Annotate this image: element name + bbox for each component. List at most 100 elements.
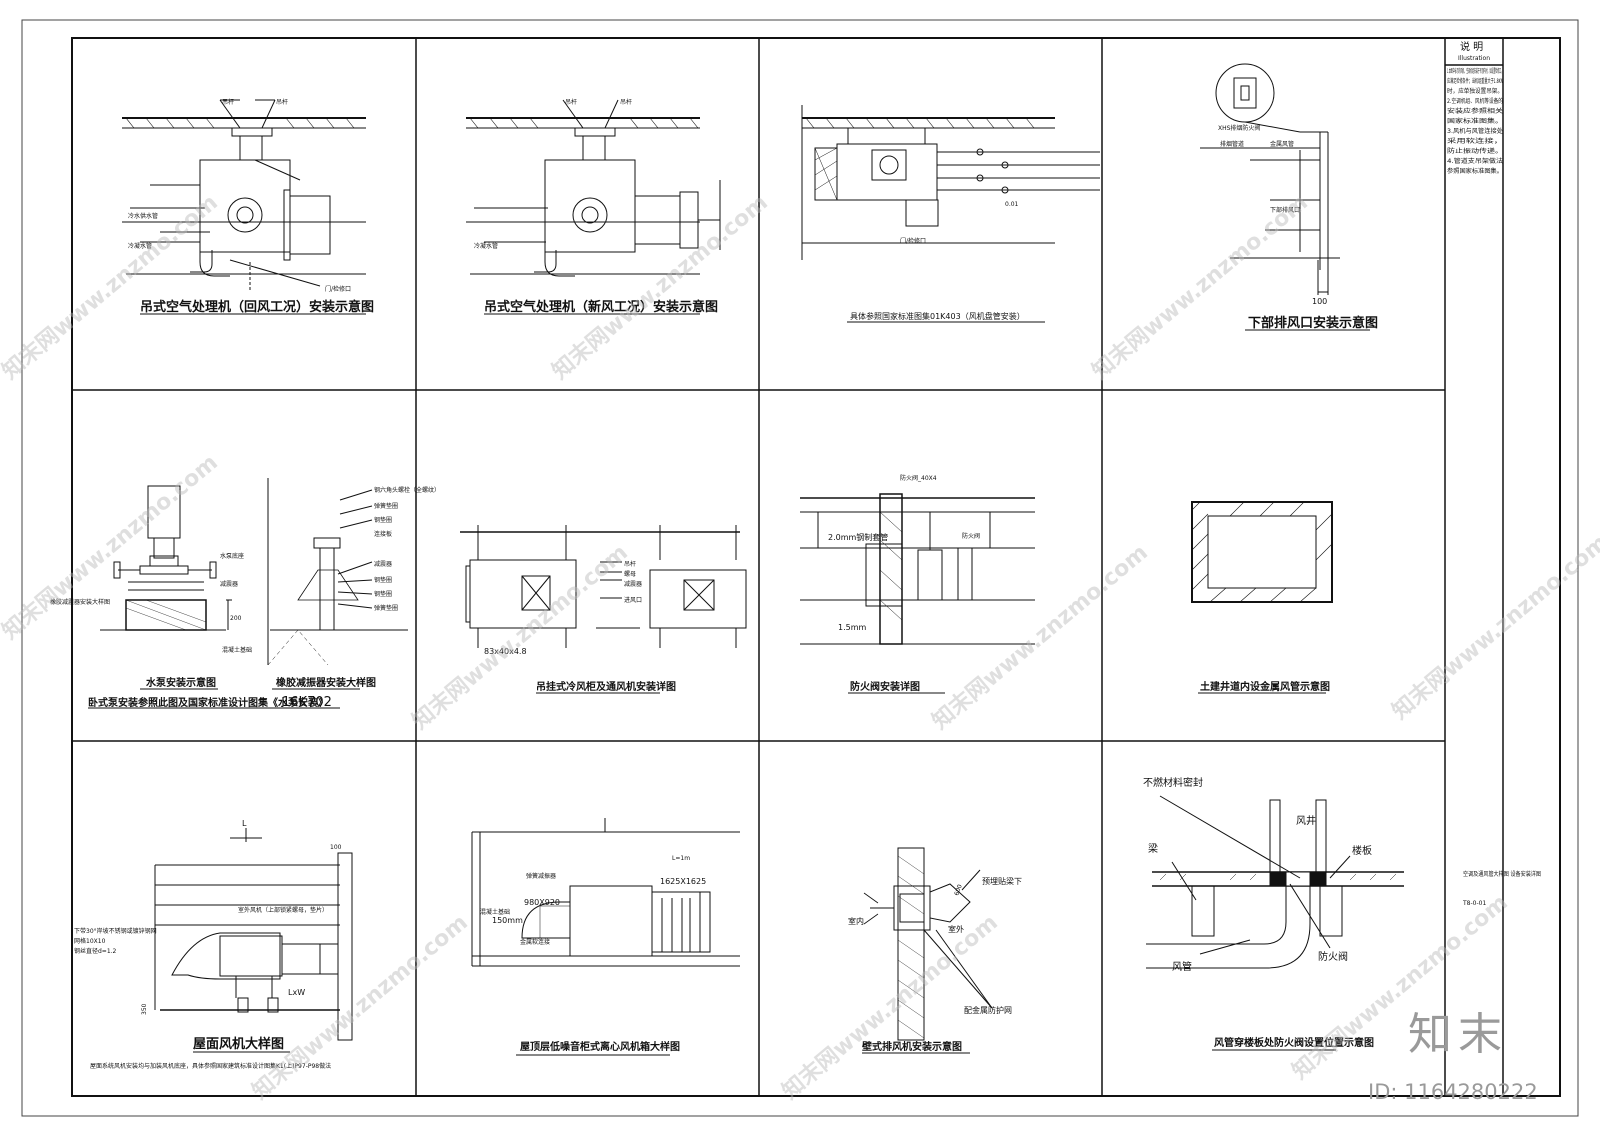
svg-text:钢垫圈: 钢垫圈 [374,516,392,524]
svg-text:350: 350 [141,1003,148,1015]
panel12-title: 风管穿楼板处防火阀设置位置示意图 [1214,1036,1374,1049]
svg-text:知末网www.znzmo.com: 知末网www.znzmo.com [0,449,223,644]
panel9-dim-l: L [242,819,247,828]
svg-text:室外: 室外 [948,924,964,934]
panel-ahu-fresh-air [466,99,721,315]
panel6-title: 吊挂式冷风柜及通风机安装详图 [536,680,676,693]
panel-wall-fan [862,847,993,1054]
svg-text:混凝土基础: 混凝土基础 [480,908,510,916]
svg-text:时，应单独设置吊架。: 时，应单独设置吊架。 [1447,87,1503,95]
svg-text:知末网www.znzmo.com: 知末网www.znzmo.com [1387,529,1600,724]
panel4-title: 下部排风口安装示意图 [1248,315,1378,331]
svg-text:水泵底座: 水泵底座 [220,552,244,560]
svg-text:1.5mm: 1.5mm [838,623,867,632]
svg-text:混凝土基础: 混凝土基础 [222,646,252,654]
svg-text:不燃材料密封: 不燃材料密封 [1143,776,1203,789]
panel4-dim: 100 [1312,297,1327,306]
svg-text:弹簧减振器: 弹簧减振器 [526,872,556,880]
panel-roof-fan [154,828,353,1053]
svg-text:配金属防护网: 配金属防护网 [964,1005,1012,1015]
svg-text:排烟管道: 排烟管道 [1220,140,1244,148]
titleblock-code: T8-0-01 [1462,900,1486,907]
svg-text:钢六角头螺栓（全螺纹）: 钢六角头螺栓（全螺纹） [374,486,440,494]
svg-text:L=1m: L=1m [672,855,690,862]
panel11-title: 壁式排风机安装示意图 [862,1040,962,1053]
svg-text:安装应参照相关: 安装应参照相关 [1447,107,1503,115]
svg-text:冷水供水管: 冷水供水管 [128,212,158,220]
panel9-dim-lxw: LxW [288,988,305,997]
svg-text:应满足检修条件；当机组重量大于1.8KN: 应满足检修条件；当机组重量大于1.8KN [1447,77,1503,85]
panel5-title: 水泵安装示意图 [145,676,216,689]
svg-text:防火阀: 防火阀 [1318,950,1348,963]
svg-text:200: 200 [230,615,242,622]
svg-text:金属软连接: 金属软连接 [520,938,550,946]
svg-text:下带30°岸坡不锈钢或镀锌钢网: 下带30°岸坡不锈钢或镀锌钢网 [74,927,157,935]
notes-header: 说 明 [1460,40,1483,53]
panel-grid [72,38,1504,1096]
svg-text:室外风机（上部锁紧螺母，垫片）: 室外风机（上部锁紧螺母，垫片） [238,906,328,914]
panel-lower-exhaust [1200,63,1370,331]
svg-text:吊杆: 吊杆 [565,98,577,106]
panel7-title: 防火阀安装详图 [850,680,920,693]
svg-text:楼板: 楼板 [1352,844,1372,857]
panel-ahu-return-air [122,99,366,315]
svg-text:知末网www.znzmo.com: 知末网www.znzmo.com [547,189,773,384]
svg-text:风管: 风管 [1172,960,1192,973]
panel-pump-install [88,478,408,709]
svg-text:吊杆: 吊杆 [620,98,632,106]
panel6-dim: 83x40x4.8 [484,647,527,656]
panel3-title: 具体参照国家标准图集01K403（风机盘管安装） [850,311,1025,321]
svg-text:钢丝直径d=1.2: 钢丝直径d=1.2 [74,947,117,955]
svg-text:防止振动传递。: 防止振动传递。 [1447,147,1503,155]
svg-text:知末网www.znzmo.com: 知末网www.znzmo.com [0,189,223,384]
svg-text:100: 100 [330,844,342,851]
svg-text:橡胶减震器安装大样图: 橡胶减震器安装大样图 [50,598,110,606]
svg-text:150mm: 150mm [492,916,523,925]
svg-text:金属风管: 金属风管 [1270,140,1294,148]
panel8-title: 土建井道内设金属风管示意图 [1200,680,1330,693]
panel1-title: 吊式空气处理机（回风工况）安装示意图 [140,299,374,315]
brand-logo: 知末 [1408,1009,1508,1060]
svg-text:吊杆: 吊杆 [276,98,288,106]
svg-text:冷凝水管: 冷凝水管 [128,242,152,250]
svg-text:980X920: 980X920 [524,898,560,907]
svg-text:防火阀: 防火阀 [962,532,980,540]
svg-text:2.空调机组、风机等设备的: 2.空调机组、风机等设备的 [1447,97,1503,105]
panel-cold-cabinet [460,525,747,694]
svg-text:1.本图中标示的风机、空调机组安装于吊顶内时，如设置检修口，: 1.本图中标示的风机、空调机组安装于吊顶内时，如设置检修口， [1447,67,1503,75]
svg-text:网格10X10: 网格10X10 [74,937,106,945]
svg-text:1625X1625: 1625X1625 [660,877,706,886]
svg-text:知末网www.znzmo.com: 知末网www.znzmo.com [927,539,1153,734]
svg-text:连接板: 连接板 [374,530,392,538]
svg-text:减震器: 减震器 [220,580,238,588]
sheet-outer-border [21,19,1579,1117]
svg-text:减震器: 减震器 [374,560,392,568]
svg-text:国家标准图集。: 国家标准图集。 [1447,117,1503,125]
panel9-note: 屋面系统风机安装均与加装风机底座，具体参照国家建筑标准设计图集K1(上)P97-… [90,1062,331,1070]
panel-roof-fan-box [471,818,740,1056]
svg-text:防火阀_40X4: 防火阀_40X4 [900,474,937,482]
svg-text:室内: 室内 [848,916,864,926]
panel4-label-top: XHS排烟防火阀 [1218,124,1260,132]
svg-text:弹簧垫圈: 弹簧垫圈 [374,604,398,612]
svg-text:门/检修口: 门/检修口 [325,285,351,293]
panel5-title2: 橡胶减振器安装大样图 [276,676,376,689]
panel2-title: 吊式空气处理机（新风工况）安装示意图 [484,299,718,315]
notes-body: 1.本图中标示的风机、空调机组安装于吊顶内时，如设置检修口， 应满足检修条件；当… [1447,67,1503,175]
svg-text:吊杆: 吊杆 [624,560,636,568]
svg-text:600: 600 [953,883,964,896]
svg-text:预埋贴梁下: 预埋贴梁下 [982,876,1022,886]
svg-text:知末网www.znzmo.com: 知末网www.znzmo.com [247,909,473,1104]
svg-text:0.01: 0.01 [1005,201,1019,208]
panel5-note: 卧式泵安装参照此图及国家标准设计图集《水泵安装》 [88,696,328,709]
svg-text:2.0mm钢制套管: 2.0mm钢制套管 [828,532,888,542]
svg-text:减震器: 减震器 [624,580,642,588]
image-id-label: ID: 1164280222 [1368,1080,1538,1104]
svg-text:门/检修口: 门/检修口 [900,237,926,245]
svg-text:3.风机与风管连接处: 3.风机与风管连接处 [1447,127,1503,135]
svg-text:风井: 风井 [1296,814,1316,827]
svg-text:知末网www.znzmo.com: 知末网www.znzmo.com [1087,189,1313,384]
notes-header-en: Illustration [1458,55,1490,62]
titleblock-name: 空调及通风管大样图 设备安装详图 [1463,870,1541,878]
